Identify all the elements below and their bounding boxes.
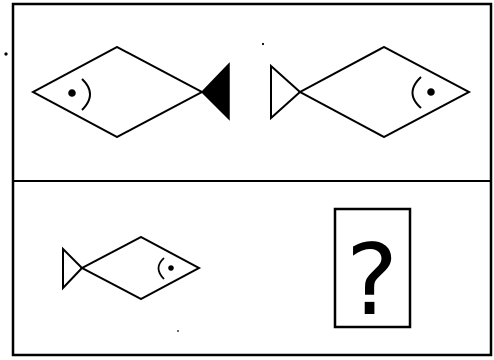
scan-speck: [262, 43, 264, 45]
answer-box[interactable]: ?: [335, 209, 410, 338]
fish-icon-bottom-left: [63, 237, 199, 299]
open-tail-icon: [63, 249, 82, 288]
scan-speck: [177, 330, 179, 332]
filled-tail-icon: [202, 64, 229, 119]
question-mark: ?: [346, 224, 398, 338]
fish-eye: [427, 88, 435, 96]
open-tail-icon: [271, 66, 300, 118]
fish-icon-top-right: [271, 47, 469, 137]
fish-gill: [159, 258, 165, 279]
fish-body: [300, 47, 469, 137]
fish-gill: [82, 79, 90, 110]
fish-body: [82, 237, 199, 299]
fish-gill: [413, 77, 422, 108]
fish-body: [33, 47, 202, 137]
fish-eye: [168, 265, 174, 271]
outer-frame: [13, 4, 491, 355]
fish-eye: [68, 89, 76, 97]
fish-icon-top-left: [33, 47, 229, 137]
scan-speck: [4, 52, 7, 55]
